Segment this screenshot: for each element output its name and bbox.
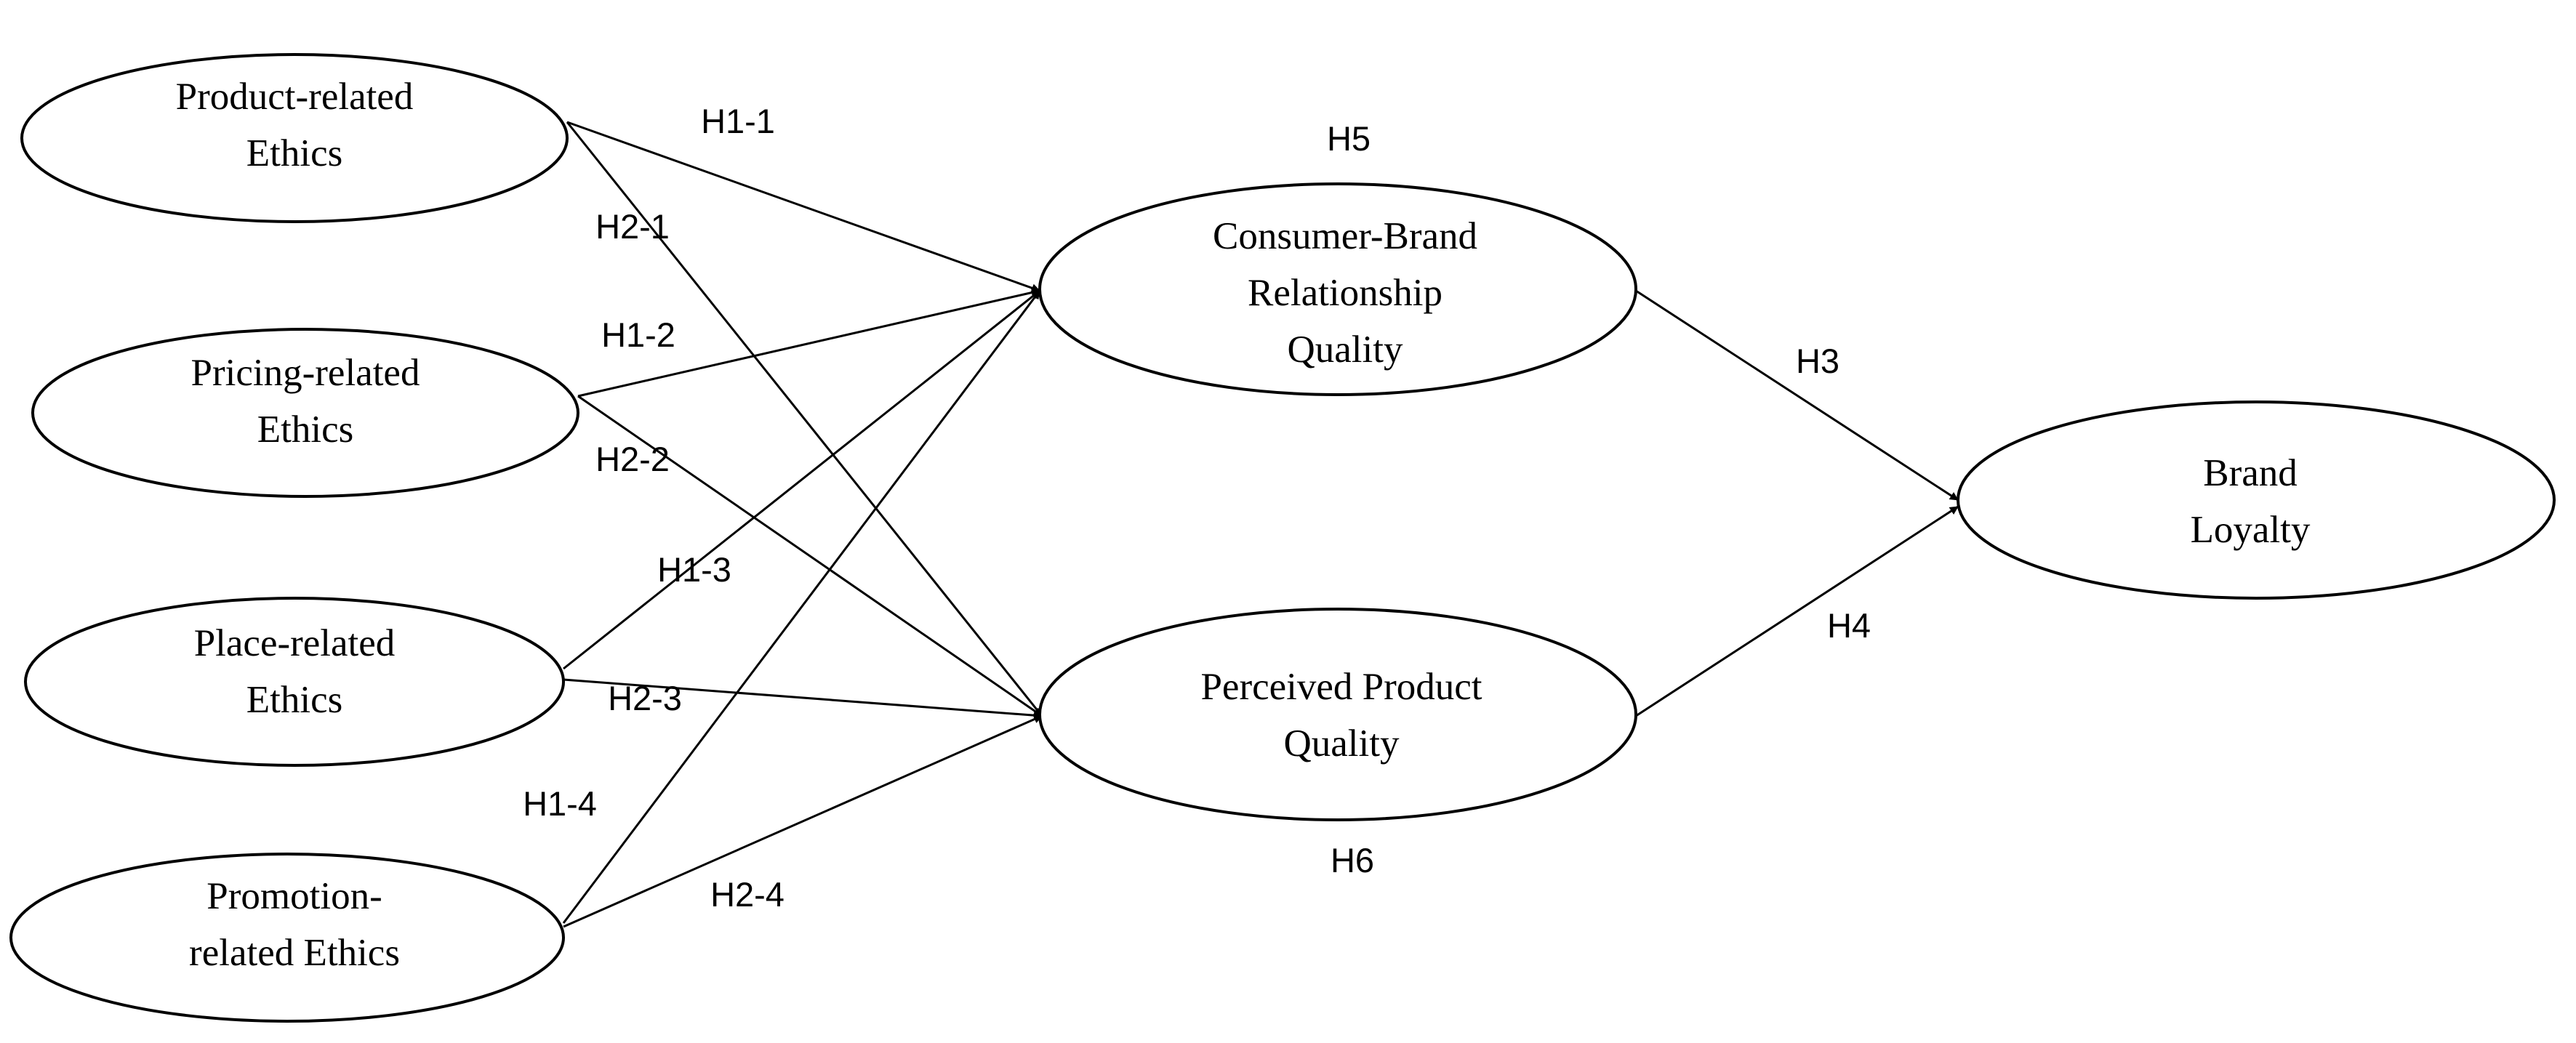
nodes-group	[9, 53, 2556, 1023]
pricing-ethics-label-line-1: Pricing-related	[191, 352, 420, 394]
edge-label-h2-3: H2-3	[608, 679, 682, 717]
brand-loyalty-label-line-2: Loyalty	[2191, 509, 2311, 551]
edge-label-h2-4: H2-4	[710, 875, 785, 914]
edge-h3	[1635, 289, 1959, 502]
promotion-ethics-label-line-2: related Ethics	[189, 932, 400, 974]
place-ethics-label-line-1: Place-related	[194, 622, 396, 664]
cbrq-label-line-1: Consumer-Brand	[1213, 215, 1477, 257]
edge-h1-2	[577, 288, 1040, 398]
edge-label-h3: H3	[1796, 342, 1839, 380]
node-place-ethics	[24, 597, 565, 767]
edge-label-h2-2: H2-2	[595, 440, 670, 478]
edge-label-h1-2: H1-2	[601, 315, 675, 354]
product-ethics-label-line-2: Ethics	[246, 132, 342, 174]
edge-label-h2-1: H2-1	[595, 207, 670, 246]
edge-label-h1-1: H1-1	[701, 102, 775, 140]
edge-label-h1-4: H1-4	[523, 784, 597, 823]
cbrq-label-line-2: Relationship	[1248, 272, 1443, 314]
edge-labels-group: H1-1 H2-1 H1-2 H2-2 H1-3 H2-3 H1-4 H2-4 …	[523, 102, 1871, 914]
place-ethics-label-line-2: Ethics	[246, 679, 342, 721]
edge-h2-4	[563, 714, 1043, 928]
mediation-labels-group: H5 H6	[1327, 119, 1374, 879]
brand-loyalty-label-line-1: Brand	[2203, 452, 2298, 494]
node-pricing-ethics	[31, 328, 579, 498]
edge-label-h1-3: H1-3	[657, 550, 731, 589]
edge-h1-1	[566, 121, 1040, 292]
pricing-ethics-label-line-2: Ethics	[257, 408, 353, 451]
edge-h2-2	[577, 395, 1043, 717]
edges-group	[562, 121, 1959, 928]
ppq-label-line-1: Perceived Product	[1200, 666, 1482, 708]
promotion-ethics-label-line-1: Promotion-	[206, 875, 382, 917]
edge-label-h4: H4	[1827, 606, 1871, 645]
edge-h4	[1635, 505, 1959, 717]
node-labels-group: Product-related Ethics Pricing-related E…	[176, 76, 2311, 974]
node-perceived-product-quality	[1038, 608, 1637, 821]
cbrq-label-line-3: Quality	[1288, 329, 1403, 371]
edge-h2-1	[566, 121, 1043, 717]
edge-h2-3	[563, 678, 1043, 720]
node-promotion-ethics	[9, 853, 565, 1023]
mediation-label-h5: H5	[1327, 119, 1371, 158]
edge-h1-4	[562, 290, 1041, 924]
node-consumer-brand-relationship-quality	[1038, 182, 1637, 396]
mediation-label-h6: H6	[1331, 841, 1374, 879]
ppq-label-line-2: Quality	[1284, 722, 1400, 765]
node-product-ethics	[20, 53, 569, 223]
node-brand-loyalty	[1957, 400, 2556, 600]
product-ethics-label-line-1: Product-related	[176, 76, 414, 118]
edge-h1-3	[563, 289, 1040, 670]
